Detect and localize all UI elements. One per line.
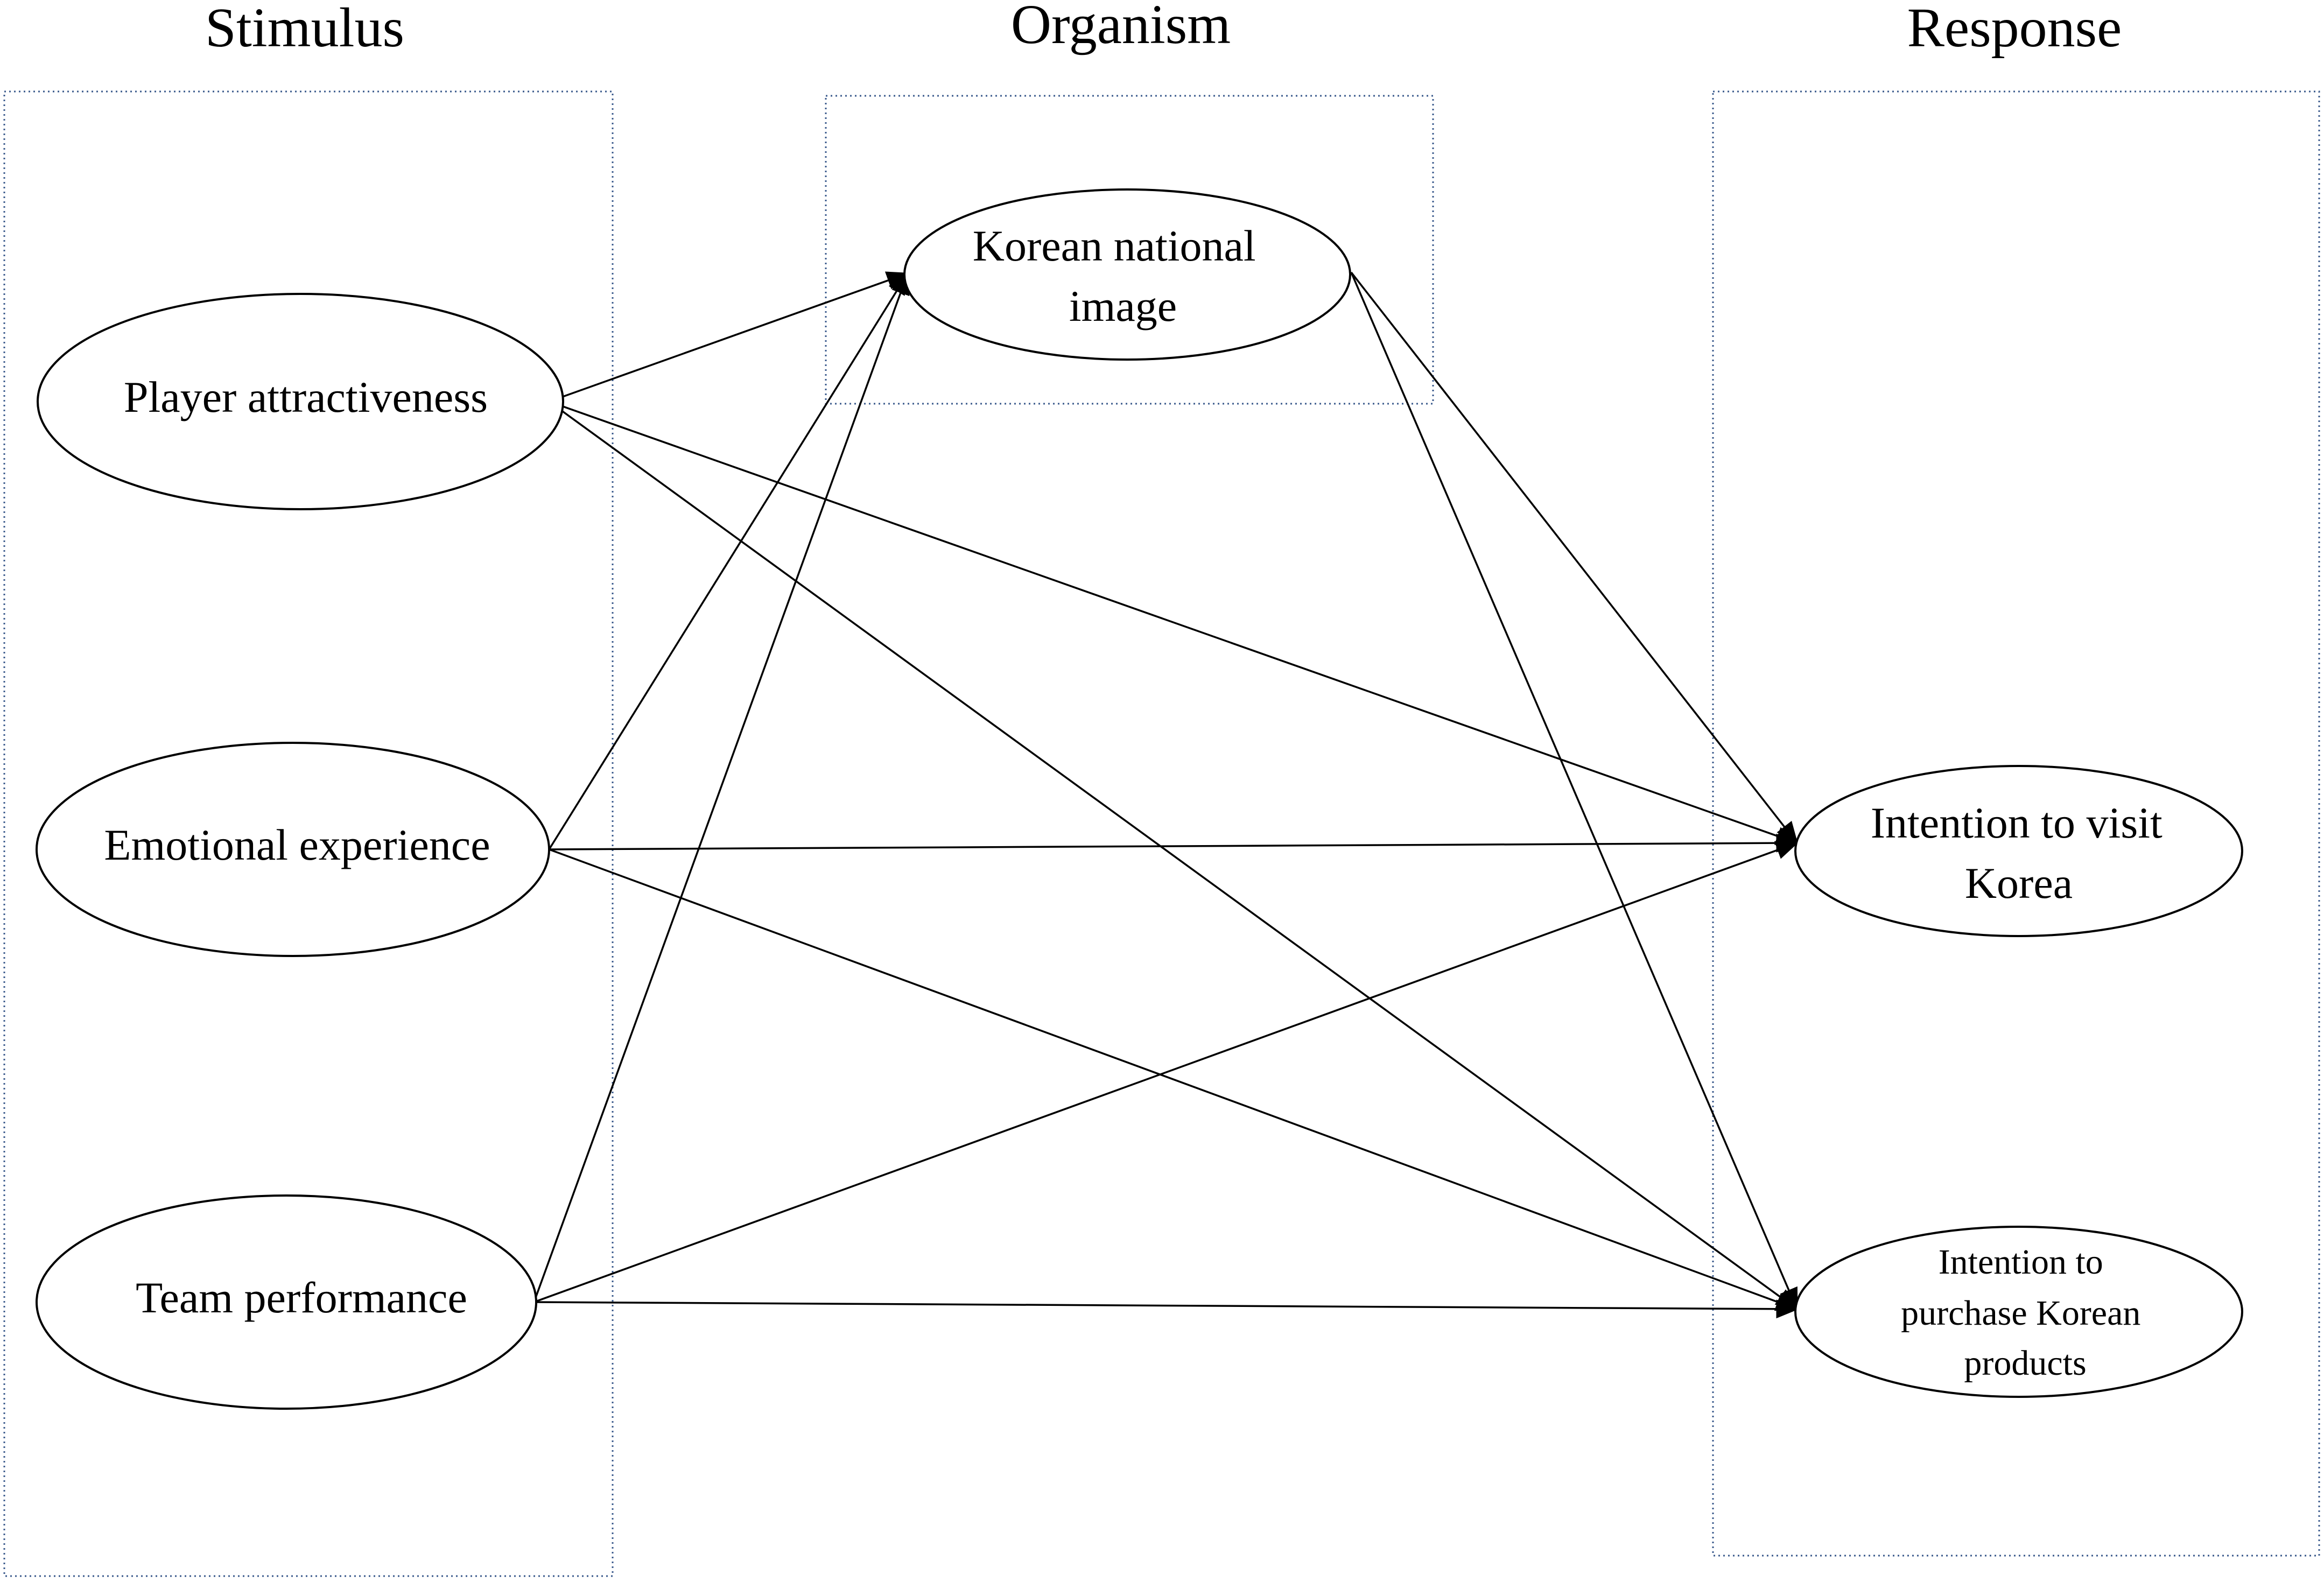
arrow-team-performance-to-korean-national-image — [533, 271, 910, 1303]
intention-visit-label-line2: Korea — [1965, 859, 2073, 908]
arrow-player-attractiveness-to-intention-purchase — [548, 400, 1799, 1311]
svg-text:Emotional experience: Emotional experience — [104, 820, 490, 869]
intention-purchase-label-line1: Intention to — [1939, 1242, 2103, 1282]
stimulus-heading: Stimulus — [205, 0, 404, 59]
korean-national-image-node: Korean national image — [903, 188, 1351, 361]
svg-text:Intention to purchase Ko: Intention to purchase Korean products — [1901, 1242, 2150, 1383]
emotional-experience-label: Emotional experience — [104, 820, 490, 869]
arrow-korean-national-image-to-intention-purchase — [1350, 272, 1798, 1311]
arrow-team-performance-to-intention-visit — [533, 841, 1799, 1303]
emotional-experience-node: Emotional experience — [36, 742, 550, 957]
svg-text:Korean national image: Korean national image — [973, 221, 1267, 331]
arrow-team-performance-to-intention-purchase — [533, 1299, 1799, 1319]
arrow-emotional-experience-to-intention-visit — [549, 833, 1799, 853]
svg-text:Player attractiveness: Player attractiveness — [124, 372, 488, 421]
korean-national-image-label-line2: image — [1069, 282, 1177, 331]
arrow-player-attractiveness-to-korean-national-image — [549, 271, 910, 403]
arrow-player-attractiveness-to-intention-visit — [549, 400, 1799, 845]
organism-heading: Organism — [1011, 0, 1231, 55]
path-arrows — [533, 271, 1799, 1319]
response-heading: Response — [1907, 0, 2122, 59]
korean-national-image-label-line1: Korean national — [973, 221, 1256, 270]
arrow-emotional-experience-to-intention-purchase — [549, 848, 1799, 1311]
arrow-korean-national-image-to-intention-visit — [1350, 271, 1799, 845]
intention-visit-node: Intention to visit Korea — [1794, 765, 2243, 937]
team-performance-label: Team performance — [136, 1273, 467, 1322]
intention-visit-label-line1: Intention to visit — [1871, 798, 2162, 847]
team-performance-node: Team performance — [36, 1194, 537, 1410]
response-frame — [1712, 90, 2320, 1557]
arrow-emotional-experience-to-korean-national-image — [548, 272, 909, 850]
svg-text:Team performance: Team performance — [136, 1273, 467, 1322]
player-attractiveness-node: Player attractiveness — [37, 293, 564, 510]
organism-frame — [825, 95, 1434, 405]
intention-purchase-node: Intention to purchase Korean products — [1794, 1226, 2243, 1398]
svg-text:Intention to visit Korea: Intention to visit Korea — [1871, 798, 2174, 908]
player-attractiveness-label: Player attractiveness — [124, 372, 488, 421]
intention-purchase-label-line2: purchase Korean — [1901, 1293, 2140, 1333]
intention-purchase-label-line3: products — [1964, 1344, 2086, 1383]
